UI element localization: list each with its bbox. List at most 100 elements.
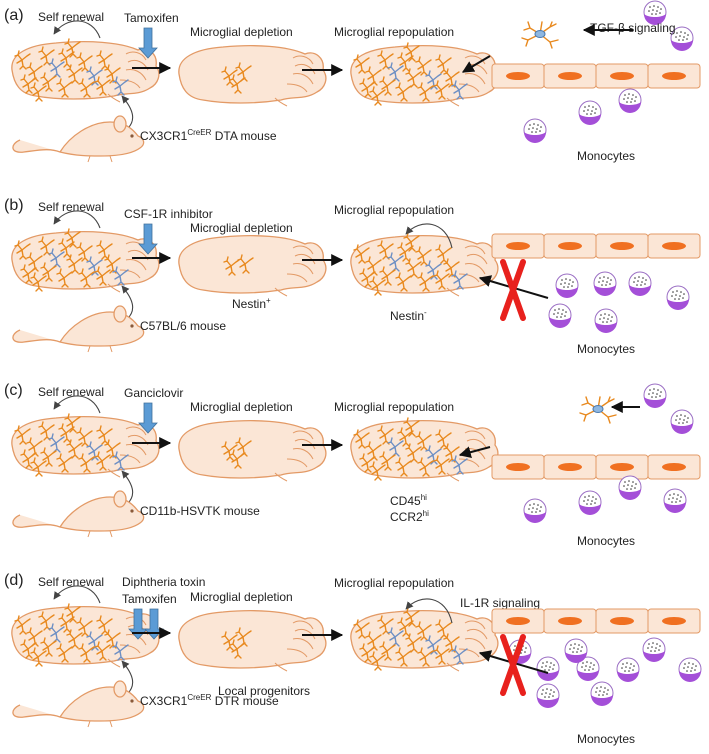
microglia-process	[379, 451, 396, 471]
microglia-icon	[40, 637, 57, 657]
microglia-icon	[377, 615, 394, 635]
granule	[586, 661, 588, 663]
granule	[632, 669, 634, 671]
granule	[660, 391, 662, 393]
mouse-body	[12, 121, 145, 157]
microglia-process	[30, 457, 47, 477]
cerebellum-fold	[119, 426, 149, 464]
microglia-icon	[433, 455, 450, 475]
monocyte-nucleus	[671, 423, 693, 434]
monocyte-icon	[564, 638, 588, 663]
microglia-process	[237, 254, 254, 274]
granule	[650, 650, 652, 652]
granule	[603, 317, 605, 319]
microglia-icon	[86, 66, 103, 86]
granule	[591, 500, 593, 502]
mouse-feet	[87, 345, 113, 353]
granule	[532, 127, 534, 129]
granule	[569, 648, 571, 650]
microglia-icon	[66, 64, 83, 84]
granule	[688, 662, 690, 664]
granule	[684, 415, 686, 417]
granule	[541, 693, 543, 695]
granule	[565, 311, 567, 313]
granule	[621, 667, 623, 669]
monocyte-nucleus	[565, 652, 587, 663]
brainstem	[107, 468, 121, 478]
endothelial-nucleus	[610, 617, 634, 625]
granule	[553, 691, 555, 693]
granule	[632, 94, 634, 96]
endothelial-nucleus	[610, 242, 634, 250]
granule	[691, 667, 693, 669]
repopulated-brain	[350, 417, 499, 482]
brainstem	[446, 97, 460, 107]
microglia-process	[96, 615, 113, 635]
microglia-icon	[451, 455, 468, 475]
x-stroke	[500, 259, 526, 321]
microglia-process	[417, 457, 434, 477]
monocyte-icon	[578, 490, 602, 515]
mouse-strain-label: CX3CR1CreER DTR mouse	[140, 693, 279, 708]
microglia-process	[415, 246, 432, 266]
microglia-process	[86, 441, 103, 461]
microglia-icon	[30, 82, 47, 102]
brain-outline	[11, 416, 160, 475]
granule	[601, 284, 603, 286]
microglia-icon	[359, 453, 376, 473]
monocyte-nucleus	[619, 102, 641, 113]
microglia-process	[353, 244, 370, 264]
granule	[676, 498, 678, 500]
granule	[588, 495, 590, 497]
monocyte-nucleus	[579, 504, 601, 515]
cerebellum-fold	[286, 245, 316, 283]
granule	[581, 646, 583, 648]
cerebellum-fold	[458, 430, 488, 468]
microglia-icon	[451, 645, 468, 665]
microglia-icon	[403, 232, 420, 252]
microglia-icon	[451, 80, 468, 100]
brain-outline	[178, 610, 327, 669]
microglia-process	[38, 421, 55, 441]
microglia-process	[359, 453, 376, 473]
granule	[655, 13, 657, 15]
microglia-process	[403, 42, 420, 62]
brainstem	[274, 472, 288, 482]
microglia-icon	[369, 86, 386, 106]
monocyte-icon	[594, 308, 618, 333]
microglia-process	[415, 431, 432, 451]
microglia-icon	[30, 457, 47, 477]
granule	[678, 39, 680, 41]
mouse-feet	[87, 155, 113, 163]
brain-outline	[350, 235, 499, 294]
microglia-process	[78, 268, 95, 288]
source-brain	[11, 413, 160, 478]
granule	[569, 279, 571, 281]
granule	[532, 507, 534, 509]
granule	[652, 9, 654, 11]
microglia-process	[369, 86, 386, 106]
granule	[633, 665, 635, 667]
granule	[651, 396, 653, 398]
microglia-process	[66, 64, 83, 84]
granule	[676, 290, 678, 292]
self-renewal-label: Self renewal	[38, 385, 104, 399]
granule	[624, 670, 626, 672]
brain-outline	[350, 610, 499, 669]
monocyte-nucleus	[644, 14, 666, 25]
microglia-process	[379, 76, 396, 96]
microglia-process	[451, 80, 468, 100]
granule	[562, 309, 564, 311]
microglia-process	[94, 451, 111, 471]
microglia-process	[94, 641, 111, 661]
mouse-feet	[87, 530, 113, 538]
monocyte-nucleus	[671, 40, 693, 51]
granule	[647, 647, 649, 649]
microglia-process	[20, 449, 37, 469]
microglia-icon	[221, 441, 238, 461]
granule	[654, 650, 656, 652]
microglia-process	[415, 56, 432, 76]
microglia-process	[56, 453, 73, 473]
monocytes-label: Monocytes	[577, 149, 635, 163]
granule	[631, 485, 633, 487]
